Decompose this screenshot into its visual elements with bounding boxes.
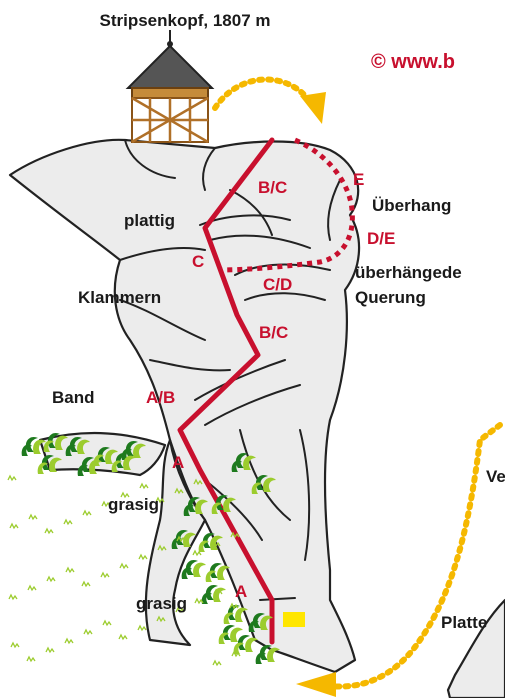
- grass-speck: [139, 555, 147, 559]
- grade-e: E: [353, 170, 364, 189]
- grass-speck: [64, 520, 72, 524]
- grass-speck: [66, 568, 74, 572]
- label-ueberhaengende: überhängede: [355, 263, 462, 282]
- label-plattig: plattig: [124, 211, 175, 230]
- label-ve: Ve: [486, 467, 505, 486]
- grass-speck: [27, 657, 35, 661]
- label-platte: Platte: [441, 613, 487, 632]
- grass-speck: [213, 661, 221, 665]
- copyright-label: © www.b: [371, 51, 455, 73]
- grade-a-lower: A: [235, 582, 247, 601]
- grade-de: D/E: [367, 229, 395, 248]
- label-ueberhang: Überhang: [372, 196, 451, 215]
- grass-speck: [28, 586, 36, 590]
- grass-speck: [9, 595, 17, 599]
- label-querung: Querung: [355, 288, 426, 307]
- summit-label: Stripsenkopf, 1807 m: [99, 11, 270, 30]
- grass-speck: [29, 515, 37, 519]
- grass-speck: [119, 635, 127, 639]
- grass-speck: [84, 630, 92, 634]
- grass-speck: [82, 582, 90, 586]
- grass-speck: [47, 577, 55, 581]
- grass-speck: [65, 639, 73, 643]
- label-klammern: Klammern: [78, 288, 161, 307]
- label-grasig-upper: grasig: [108, 495, 159, 514]
- grass-speck: [83, 511, 91, 515]
- grade-c: C: [192, 252, 204, 271]
- summit-tower-icon: [128, 30, 212, 142]
- grade-cd: C/D: [263, 275, 292, 294]
- label-band: Band: [52, 388, 95, 407]
- start-marker: [283, 612, 305, 627]
- grass-speck: [101, 573, 109, 577]
- grass-tuft-icon: [182, 560, 206, 579]
- grass-speck: [120, 564, 128, 568]
- grade-a-upper: A: [172, 453, 184, 472]
- grass-speck: [140, 484, 148, 488]
- approach-arrow-top: [215, 79, 326, 124]
- label-grasig-lower: grasig: [136, 594, 187, 613]
- grass-speck: [46, 648, 54, 652]
- grade-ab: A/B: [146, 388, 175, 407]
- grass-speck: [11, 643, 19, 647]
- grade-bc-mid: B/C: [259, 323, 288, 342]
- grass-speck: [138, 626, 146, 630]
- grass-tuft-icon: [202, 585, 226, 604]
- grass-speck: [45, 529, 53, 533]
- grass-speck: [10, 524, 18, 528]
- grass-speck: [103, 621, 111, 625]
- grade-bc-top: B/C: [258, 178, 287, 197]
- grass-speck: [8, 476, 16, 480]
